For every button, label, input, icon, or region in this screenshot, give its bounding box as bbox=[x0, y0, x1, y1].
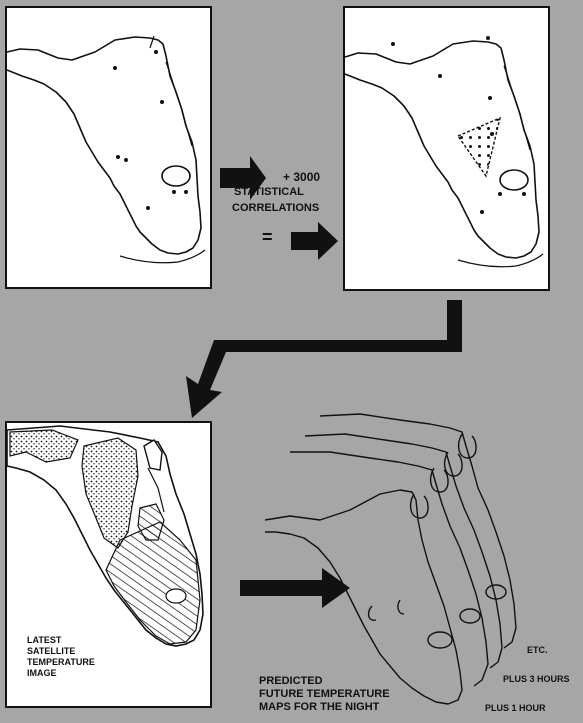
bent-arrow-icon bbox=[186, 300, 462, 418]
florida-map-outline bbox=[7, 36, 205, 263]
satellite-label-line2: SATELLITE bbox=[27, 647, 75, 656]
plus-3-hours-label: PLUS 3 HOURS bbox=[503, 675, 570, 684]
predicted-label-line2: FUTURE TEMPERATURE bbox=[259, 689, 390, 701]
satellite-label-line1: LATEST bbox=[27, 636, 61, 645]
predicted-label-line1: PREDICTED bbox=[259, 676, 323, 688]
right-arrow-icon bbox=[291, 222, 338, 260]
right-arrow-icon bbox=[240, 568, 350, 608]
predicted-map-stack bbox=[265, 414, 516, 704]
florida-map-outline bbox=[345, 41, 543, 267]
predicted-label-line3: MAPS FOR THE NIGHT bbox=[259, 702, 379, 714]
satellite-label-line3: TEMPERATURE bbox=[27, 658, 95, 667]
plus-3000-label: + 3000 bbox=[283, 171, 320, 184]
equals-sign: = bbox=[262, 228, 273, 247]
correlations-label: CORRELATIONS bbox=[232, 203, 319, 215]
plus-1-hour-label: PLUS 1 HOUR bbox=[485, 704, 546, 713]
statistical-label: STATISTICAL bbox=[234, 187, 304, 199]
correlation-region bbox=[458, 118, 500, 176]
satellite-temperature-image bbox=[7, 426, 203, 646]
etc-label: ETC. bbox=[527, 646, 548, 655]
satellite-label-line4: IMAGE bbox=[27, 669, 57, 678]
